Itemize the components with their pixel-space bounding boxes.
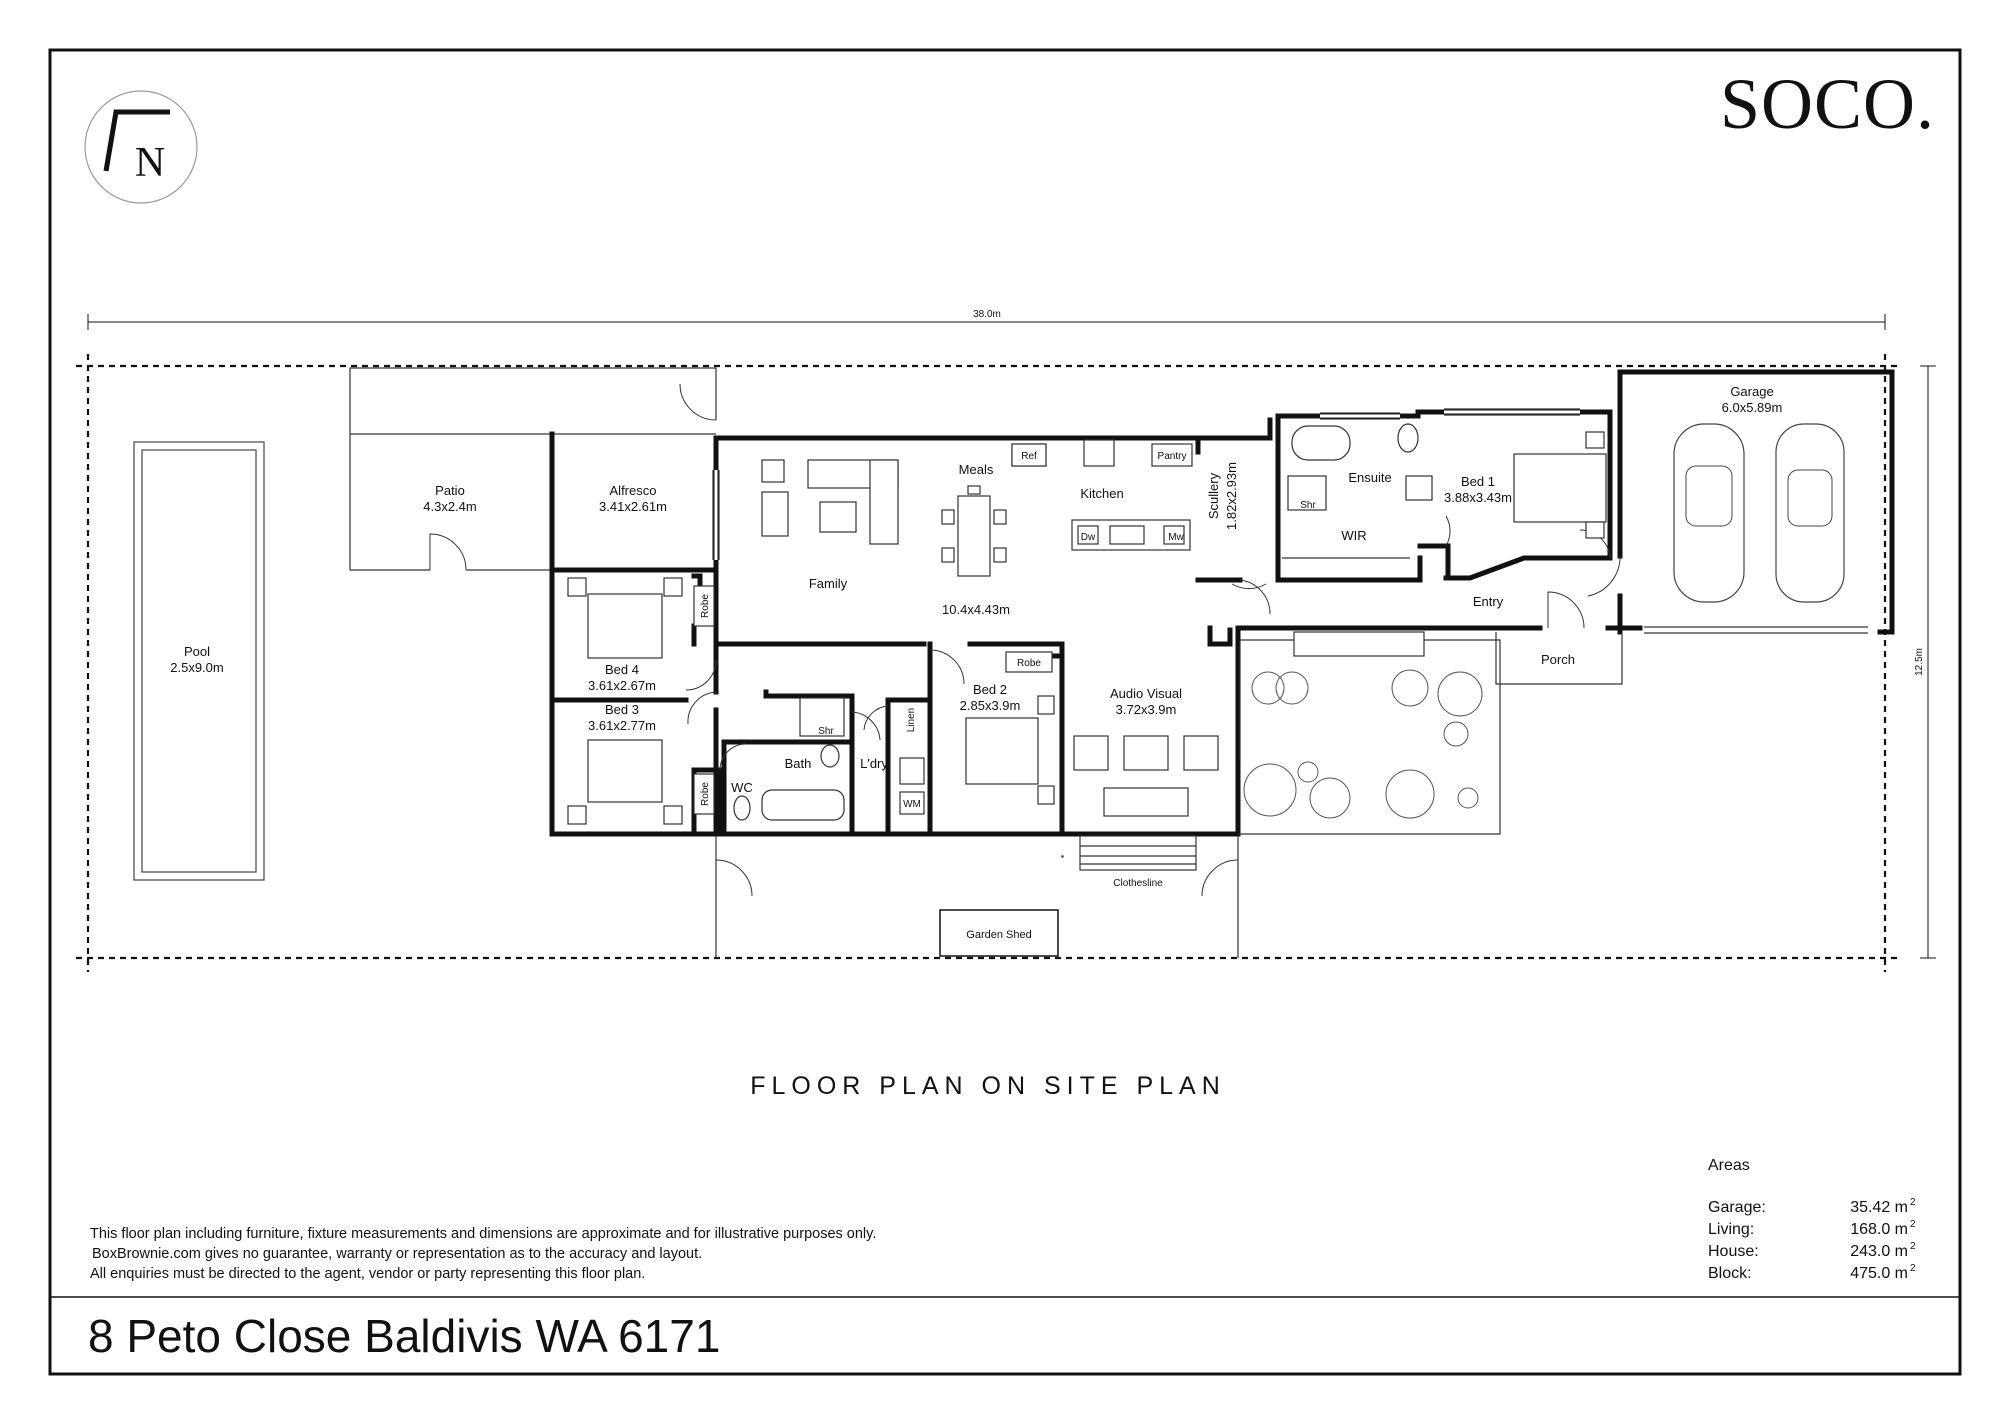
garden-shed xyxy=(939,909,1059,957)
robe-label-bed3: Robe xyxy=(700,782,711,806)
fixture-labels: Ref Pantry Dw Mw Robe Robe Robe Shr Shr … xyxy=(693,443,1316,815)
alfresco-size: 3.41x2.61m xyxy=(599,499,667,514)
dw-label: Dw xyxy=(1081,532,1096,543)
bed4-size: 3.61x2.67m xyxy=(588,678,656,693)
toilet-icon xyxy=(1397,423,1419,453)
area-value-living: 168.0 m xyxy=(1850,1221,1908,1238)
bed-icon xyxy=(965,717,1039,785)
audio-visual-size: 3.72x3.9m xyxy=(1116,702,1177,717)
area-label-block: Block: xyxy=(1708,1265,1752,1282)
bed-icon xyxy=(1513,453,1607,523)
area-label-living: Living: xyxy=(1708,1221,1754,1238)
yard-features: Clothesline Garden Shed Porch xyxy=(715,631,1623,958)
car-icon xyxy=(1673,423,1745,603)
bed-icon xyxy=(587,739,663,803)
robe-label-bed4: Robe xyxy=(700,594,711,618)
garage-label: Garage xyxy=(1730,384,1773,399)
robe-label-bed2: Robe xyxy=(1017,658,1041,669)
meals-label: Meals xyxy=(959,462,994,477)
porch-label: Porch xyxy=(1541,652,1575,667)
garden-shed-label: Garden Shed xyxy=(966,929,1031,941)
area-value-block: 475.0 m xyxy=(1850,1265,1908,1282)
pool: Pool 2.5x9.0m xyxy=(133,441,265,881)
wir-label: WIR xyxy=(1341,528,1366,543)
clothesline xyxy=(1079,835,1197,871)
alfresco-label: Alfresco xyxy=(610,483,657,498)
area-value-garage: 35.42 m xyxy=(1850,1199,1908,1216)
furniture xyxy=(567,423,1607,858)
bed3-label: Bed 3 xyxy=(605,702,639,717)
ref-label: Ref xyxy=(1021,451,1037,462)
patio-label: Patio xyxy=(435,483,465,498)
bathtub-icon xyxy=(1291,425,1351,461)
clothesline-label: Clothesline xyxy=(1113,878,1163,889)
width-label: 38.0m xyxy=(973,309,1001,320)
pantry-label: Pantry xyxy=(1158,451,1187,462)
bed-icon xyxy=(587,593,663,659)
entry-label: Entry xyxy=(1473,594,1504,609)
bathtub-icon xyxy=(761,789,845,821)
bed2-label: Bed 2 xyxy=(973,682,1007,697)
windows xyxy=(712,408,1868,760)
disclaimer-line-2: BoxBrownie.com gives no guarantee, warra… xyxy=(92,1246,702,1262)
room-labels: Family Meals 10.4x4.43m Kitchen Scullery… xyxy=(588,384,1782,795)
property-address: 8 Peto Close Baldivis WA 6171 xyxy=(88,1310,720,1362)
garage-cars xyxy=(1673,423,1845,603)
area-value-house: 243.0 m xyxy=(1850,1243,1908,1260)
area-label-house: House: xyxy=(1708,1243,1759,1260)
kitchen-label: Kitchen xyxy=(1080,486,1123,501)
north-arrow-icon xyxy=(103,109,170,172)
north-compass: N xyxy=(84,90,198,204)
depth-dimension: 12.5m xyxy=(1914,365,1936,959)
area-label-garage: Garage: xyxy=(1708,1199,1766,1216)
disclaimer-line-3: All enquiries must be directed to the ag… xyxy=(90,1266,645,1282)
toilet-icon xyxy=(733,795,751,821)
area-sup-house: 2 xyxy=(1910,1241,1916,1252)
compass-letter: N xyxy=(135,140,165,186)
car-icon xyxy=(1775,423,1845,603)
living-size: 10.4x4.43m xyxy=(942,602,1010,617)
entry-door-icon xyxy=(1239,579,1271,615)
disclaimer-line-1: This floor plan including furniture, fix… xyxy=(90,1226,876,1242)
width-dimension: 38.0m xyxy=(87,309,1886,330)
shr-label-bath: Shr xyxy=(818,726,834,737)
plan-title: FLOOR PLAN ON SITE PLAN xyxy=(750,1072,1226,1100)
garage-size: 6.0x5.89m xyxy=(1722,400,1783,415)
sheet-border xyxy=(48,48,1962,1376)
area-sup-garage: 2 xyxy=(1910,1197,1916,1208)
bed3-size: 3.61x2.77m xyxy=(588,718,656,733)
site-boundary xyxy=(76,354,1897,972)
bed1-label: Bed 1 xyxy=(1461,474,1495,489)
depth-label: 12.5m xyxy=(1914,648,1925,676)
shr-label-ensuite: Shr xyxy=(1300,500,1316,511)
area-sup-block: 2 xyxy=(1910,1263,1916,1274)
areas-heading: Areas xyxy=(1708,1157,1750,1174)
bed2-size: 2.85x3.9m xyxy=(960,698,1021,713)
mw-label: Mw xyxy=(1168,532,1184,543)
pool-label: Pool xyxy=(184,644,210,659)
family-label: Family xyxy=(809,576,848,591)
scullery-label: Scullery xyxy=(1206,472,1221,519)
porch xyxy=(1495,632,1623,685)
outdoor-living: Patio 4.3x2.4m Alfresco 3.41x2.61m xyxy=(349,367,717,573)
house-walls xyxy=(549,369,1895,837)
bath-label: Bath xyxy=(785,756,812,771)
pool-size: 2.5x9.0m xyxy=(170,660,223,675)
wm-label: WM xyxy=(903,799,921,810)
bed4-label: Bed 4 xyxy=(605,662,639,677)
linen-label: Linen xyxy=(906,708,917,732)
patio-size: 4.3x2.4m xyxy=(423,499,476,514)
doors xyxy=(685,515,1621,771)
disclaimer: This floor plan including furniture, fix… xyxy=(90,1226,876,1282)
ensuite-label: Ensuite xyxy=(1348,470,1391,485)
wc-label: WC xyxy=(731,780,753,795)
area-sup-living: 2 xyxy=(1910,1219,1916,1230)
bed1-size: 3.88x3.43m xyxy=(1444,490,1512,505)
scullery-size: 1.82x2.93m xyxy=(1224,462,1239,530)
laundry-label: L'dry xyxy=(860,756,888,771)
brand-logo: SOCO. xyxy=(1720,64,1935,144)
areas-table: Areas Garage: 35.42 m 2 Living: 168.0 m … xyxy=(1708,1157,1916,1282)
audio-visual-label: Audio Visual xyxy=(1110,686,1182,701)
